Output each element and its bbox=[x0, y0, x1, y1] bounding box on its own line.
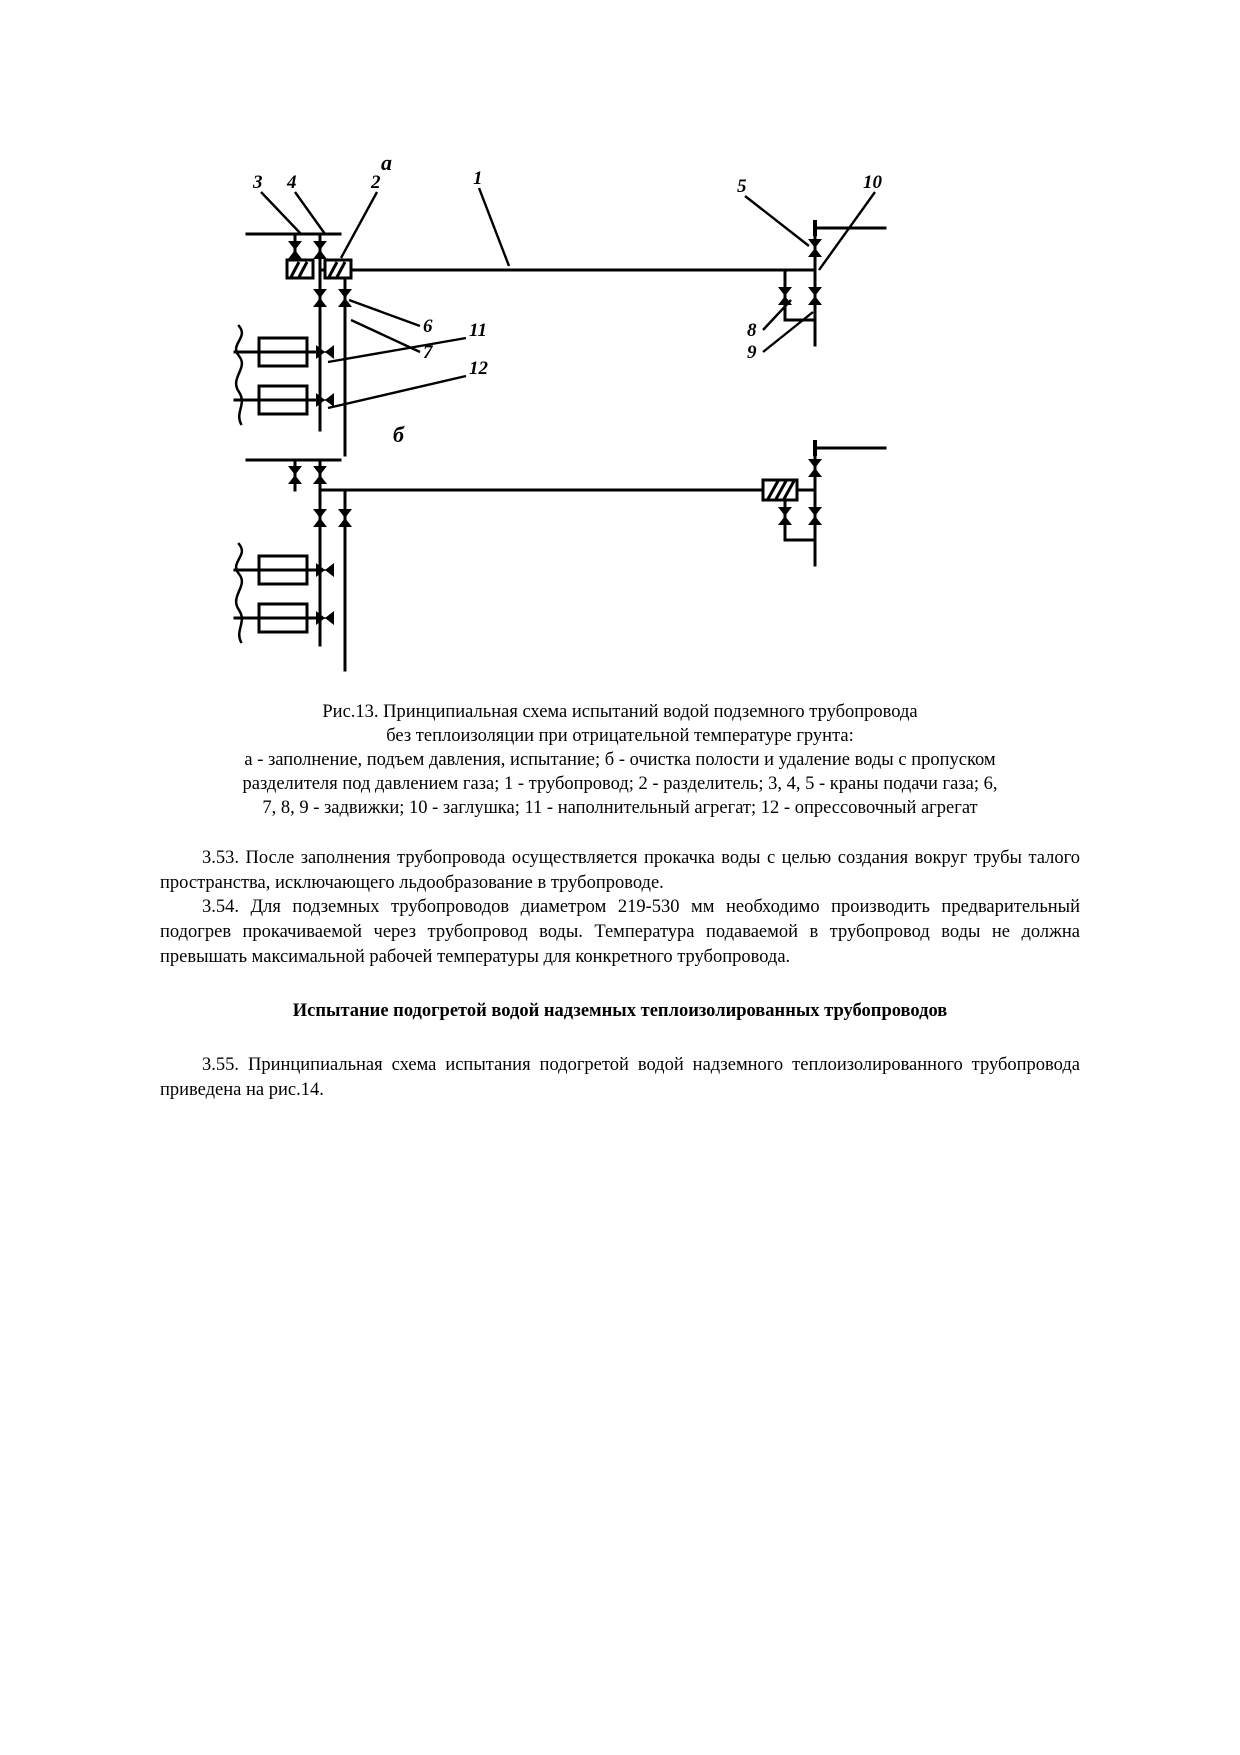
pump-12-body bbox=[257, 384, 309, 416]
pump-11-body bbox=[257, 336, 309, 368]
callout-5: 5 bbox=[737, 176, 747, 197]
paragraph-3-55: 3.55. Принципиальная схема испытания под… bbox=[160, 1055, 1080, 1100]
leader-1 bbox=[477, 187, 511, 267]
callout-6: 6 bbox=[423, 316, 433, 337]
spacer-after-heading bbox=[160, 1023, 1080, 1053]
pump-12b-body bbox=[257, 602, 309, 634]
valve-9-b bbox=[807, 506, 823, 526]
water-source-b bbox=[234, 542, 244, 644]
callout-12: 12 bbox=[469, 358, 489, 379]
valve-5-a bbox=[807, 238, 823, 258]
valve-3-b bbox=[287, 465, 303, 485]
plug-block-a bbox=[285, 258, 315, 280]
callout-4: 4 bbox=[286, 172, 297, 193]
valve-4-b bbox=[312, 465, 328, 485]
caption-line-3: а - заполнение, подъем давления, испытан… bbox=[244, 750, 996, 771]
callout-11: 11 bbox=[469, 320, 487, 341]
paragraph-3-54: 3.54. Для подземных трубопроводов диамет… bbox=[160, 897, 1080, 967]
section-label-b: б bbox=[393, 422, 405, 447]
text-column: Рис.13. Принципиальная схема испытаний в… bbox=[160, 700, 1080, 1102]
section-heading-3-55: Испытание подогретой водой надземных теп… bbox=[292, 1001, 948, 1022]
leader-6 bbox=[348, 298, 421, 328]
valve-4-a bbox=[312, 240, 328, 260]
figure-schematic-svg: а б 3 4 2 1 6 7 11 12 5 10 8 9 bbox=[233, 150, 887, 672]
caption-line-5: 7, 8, 9 - задвижки; 10 - заглушка; 11 - … bbox=[262, 798, 978, 819]
leader-5 bbox=[744, 195, 810, 247]
valve-9-a bbox=[807, 286, 823, 306]
separator-piston-b bbox=[761, 478, 799, 502]
separator-piston-a bbox=[323, 258, 353, 280]
valve-5-b bbox=[807, 458, 823, 478]
leader-4 bbox=[294, 191, 326, 235]
leader-12 bbox=[327, 374, 467, 410]
valve-7-b bbox=[337, 508, 353, 528]
caption-line-1: Рис.13. Принципиальная схема испытаний в… bbox=[322, 702, 918, 722]
valve-8-b bbox=[777, 506, 793, 526]
figure-ris-13: а б 3 4 2 1 6 7 11 12 5 10 8 9 bbox=[215, 130, 915, 690]
paragraph-3-53: 3.53. После заполнения трубопровода осущ… bbox=[160, 848, 1080, 893]
callout-2: 2 bbox=[370, 172, 381, 193]
valve-6-a bbox=[312, 288, 328, 308]
spacer-before-heading bbox=[160, 969, 1080, 999]
callout-1: 1 bbox=[473, 168, 483, 189]
pump-11b-body bbox=[257, 554, 309, 586]
leader-8 bbox=[762, 299, 792, 331]
leader-lines bbox=[260, 187, 876, 410]
valve-6-b bbox=[312, 508, 328, 528]
caption-line-4: разделителя под давлением газа; 1 - труб… bbox=[242, 774, 998, 795]
leader-2 bbox=[339, 191, 379, 259]
valve-7-a bbox=[337, 288, 353, 308]
callout-8: 8 bbox=[747, 320, 757, 341]
callout-10: 10 bbox=[863, 172, 883, 193]
callout-3: 3 bbox=[252, 172, 263, 193]
figure-caption: Рис.13. Принципиальная схема испытаний в… bbox=[160, 700, 1080, 820]
caption-line-2: без теплоизоляции при отрицательной темп… bbox=[386, 726, 854, 747]
leader-11 bbox=[327, 336, 467, 364]
callout-7: 7 bbox=[423, 342, 434, 363]
spacer-after-caption bbox=[160, 820, 1080, 846]
leader-9 bbox=[762, 311, 814, 353]
callout-9: 9 bbox=[747, 342, 757, 363]
leader-7 bbox=[350, 318, 421, 354]
water-source-a bbox=[234, 324, 244, 426]
leader-10 bbox=[818, 191, 876, 271]
leader-3 bbox=[260, 191, 302, 235]
valve-3-a bbox=[287, 240, 303, 260]
section-label-a: а bbox=[381, 150, 392, 175]
